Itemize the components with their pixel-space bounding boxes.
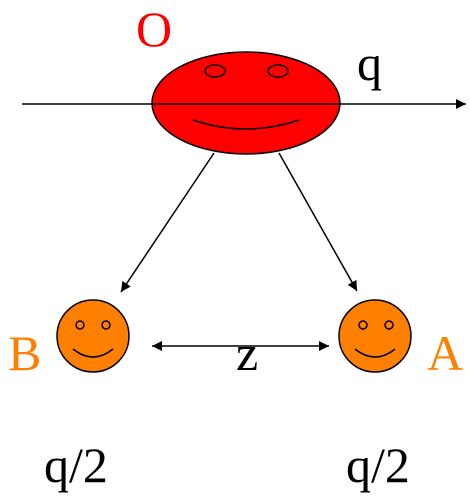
node-o-label: O [136,1,172,57]
node-b-smile-icon [72,348,114,358]
node-a-left-eye-icon [358,320,368,330]
node-a [338,299,412,373]
node-b-face [56,299,130,373]
node-a-smile-icon [354,348,396,358]
node-o-face [151,51,341,155]
q-label: q [357,35,382,91]
arrow-o-to-b [120,152,215,293]
node-b [56,299,130,373]
arrow-o-to-a [278,152,358,292]
node-o [151,51,341,155]
node-b-label: B [8,325,41,381]
z-label: z [236,325,258,381]
node-b-right-eye-icon [101,320,111,330]
node-o-right-eye-icon [267,64,289,78]
node-a-right-eye-icon [384,320,394,330]
node-a-face [338,299,412,373]
node-o-left-eye-icon [204,64,226,78]
node-o-smile-icon [192,119,300,130]
node-a-label: A [427,325,463,381]
a-value-label: q/2 [346,437,410,493]
b-value-label: q/2 [44,437,108,493]
node-b-left-eye-icon [75,320,85,330]
